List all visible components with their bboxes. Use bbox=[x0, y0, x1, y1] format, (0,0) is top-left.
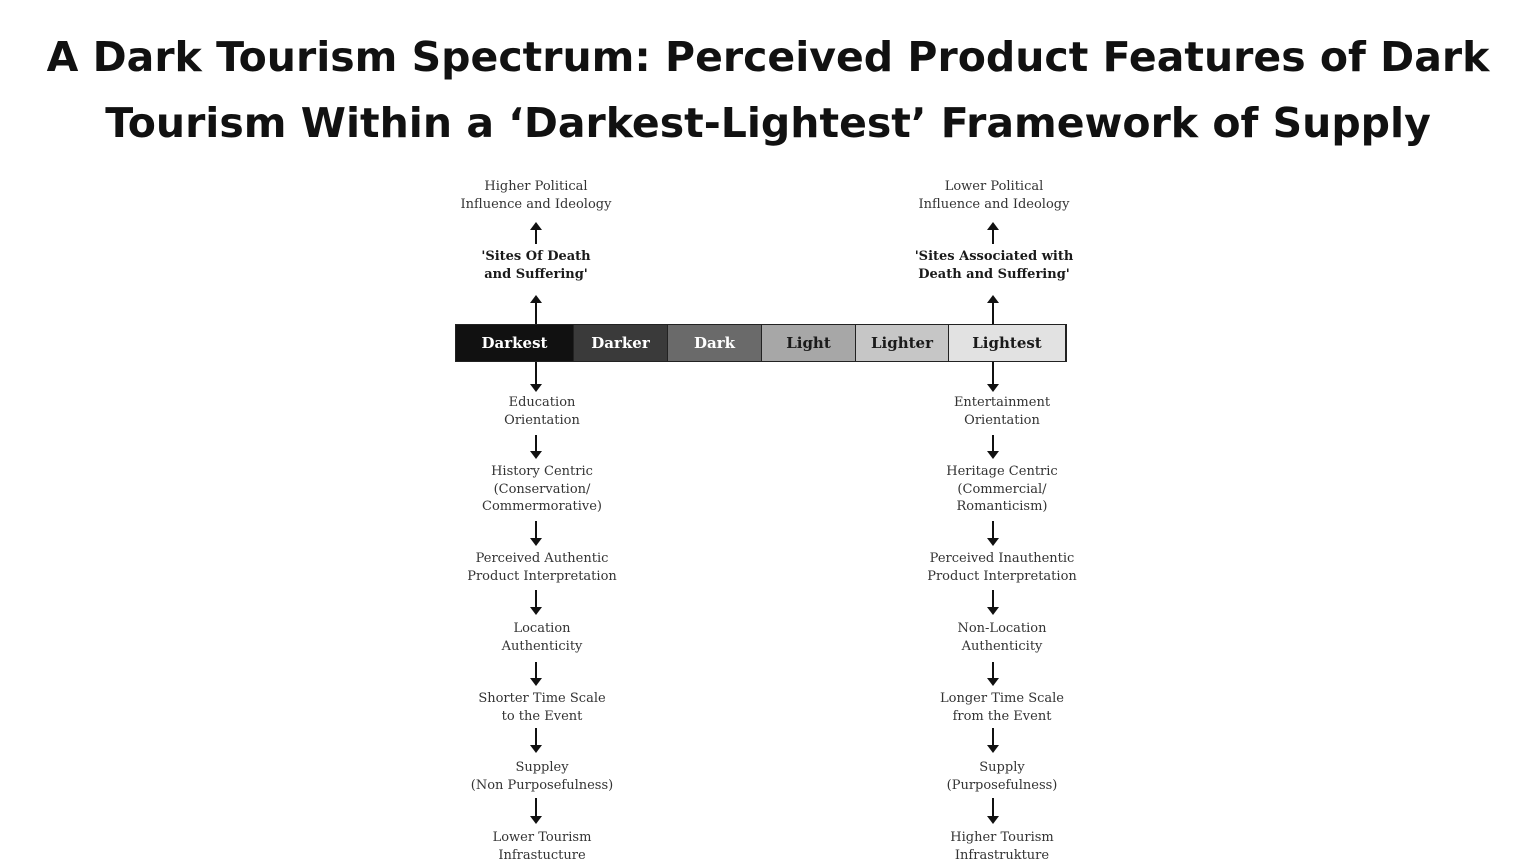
left-arrow-up-1 bbox=[530, 222, 542, 244]
left-feature-item: History Centric(Conservation/Commermorat… bbox=[482, 464, 602, 514]
page-title: A Dark Tourism Spectrum: Perceived Produ… bbox=[0, 24, 1536, 156]
right-arrow-up-2 bbox=[987, 295, 999, 325]
right-arrow-down bbox=[987, 362, 999, 392]
segment-label: Lighter bbox=[870, 334, 933, 352]
page-title-line-2: Tourism Within a ‘Darkest-Lightest’ Fram… bbox=[105, 99, 1431, 147]
right-arrow-up-1 bbox=[987, 222, 999, 244]
right-arrow-down bbox=[987, 435, 999, 459]
left-arrow-down bbox=[530, 590, 542, 615]
left-arrow-down bbox=[530, 728, 542, 753]
left-arrow-down bbox=[530, 362, 542, 392]
left-feature-item: Suppley(Non Purposefulness) bbox=[470, 760, 614, 793]
left-arrow-up-2 bbox=[530, 295, 542, 325]
left-arrow-down bbox=[530, 435, 542, 459]
right-arrow-down bbox=[987, 662, 999, 686]
spectrum-bar: Darkest Darker Dark Light Lighter Lighte… bbox=[455, 324, 1067, 362]
segment-label: Darkest bbox=[481, 334, 548, 352]
right-feature-item: Supply(Purposefulness) bbox=[946, 760, 1058, 793]
right-arrow-down bbox=[987, 521, 999, 546]
segment-lighter: Lighter bbox=[856, 325, 949, 361]
segment-darker: Darker bbox=[574, 325, 668, 361]
right-arrow-down bbox=[987, 798, 999, 824]
segment-label: Dark bbox=[693, 334, 736, 352]
page-title-line-1: A Dark Tourism Spectrum: Perceived Produ… bbox=[46, 33, 1490, 81]
segment-label: Lightest bbox=[972, 334, 1042, 352]
right-arrow-down bbox=[987, 590, 999, 615]
left-arrow-down bbox=[530, 521, 542, 546]
left-arrow-down bbox=[530, 662, 542, 686]
segment-darkest: Darkest bbox=[456, 325, 574, 361]
segment-lightest: Lightest bbox=[949, 325, 1065, 361]
left-arrow-down bbox=[530, 798, 542, 824]
right-feature-item: Heritage Centric(Commercial/Romanticism) bbox=[946, 464, 1058, 514]
right-arrow-down bbox=[987, 728, 999, 753]
segment-label: Darker bbox=[591, 334, 650, 352]
segment-dark: Dark bbox=[668, 325, 762, 361]
segment-label: Light bbox=[786, 334, 831, 352]
segment-light: Light bbox=[762, 325, 856, 361]
